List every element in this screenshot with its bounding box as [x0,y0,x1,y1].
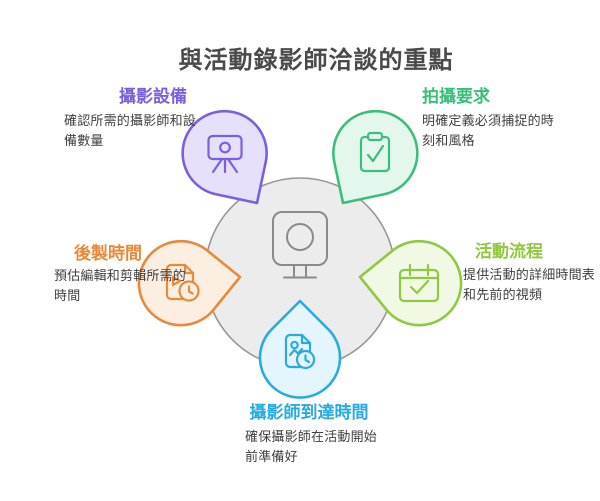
node-title-photography-equipment: 攝影設備 [119,87,187,107]
node-title-event-flow: 活動流程 [475,242,543,262]
node-title-post-production-time: 後製時間 [74,244,142,264]
node-desc-shooting-requirements: 明確定義必須捕捉的時刻和風格 [422,114,555,149]
calendar-check-icon [398,263,440,303]
node-desc-post-production-time: 預估編輯和剪輯所需的時間 [54,269,187,304]
node-desc-event-flow: 提供活動的詳細時間表和先前的視頻 [463,268,596,303]
node-desc-videographer-arrival-time: 確保攝影師在活動開始前準備好 [245,430,378,465]
node-desc-photography-equipment: 確認所需的攝影師和設備數量 [64,114,197,149]
node-title-shooting-requirements: 拍攝要求 [422,87,490,107]
clipboard-check-icon [359,131,391,173]
page-title: 與活動錄影師洽談的重點 [178,46,454,75]
camera-display-icon [272,211,328,279]
image-file-clock-icon [284,333,316,370]
node-title-videographer-arrival-time: 攝影師到達時間 [249,403,369,423]
camera-tripod-icon [207,134,243,174]
petal-videographer-arrival-time [258,299,342,399]
video-file-clock-icon [165,263,200,302]
petal-event-flow [358,239,463,327]
petal-photography-equipment [181,109,268,205]
